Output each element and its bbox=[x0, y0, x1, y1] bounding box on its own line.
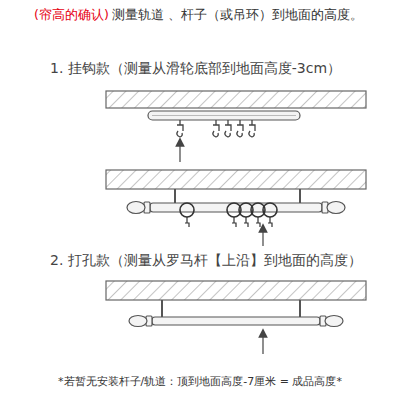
ceiling-hatch bbox=[106, 281, 366, 300]
ceiling-hatch bbox=[106, 170, 366, 189]
rod-grommet-figure bbox=[106, 281, 366, 354]
rod-rings bbox=[180, 203, 277, 217]
note-text: 测量轨道 、杆子（或吊环）到地面的高度。 bbox=[112, 7, 363, 23]
section-heading: 2. 打孔款（测量从罗马杆【上沿】到地面的高度） bbox=[50, 252, 362, 270]
ceiling-hatch bbox=[106, 91, 366, 108]
note-highlight: (帘高的确认) bbox=[34, 7, 109, 23]
measure-arrow bbox=[262, 333, 263, 354]
section-heading: 1. 挂钩款（测量从滑轮底部到地面高度-3cm） bbox=[50, 60, 341, 78]
roman-rod bbox=[150, 203, 322, 212]
roman-rod bbox=[152, 317, 320, 325]
track-hooks bbox=[177, 120, 255, 137]
measure-arrow bbox=[262, 228, 263, 246]
curtain-track bbox=[148, 111, 300, 120]
measure-arrow bbox=[179, 142, 180, 162]
rod-ring-figure bbox=[106, 170, 366, 246]
track-hook-figure bbox=[106, 91, 366, 162]
rod-finial bbox=[129, 316, 343, 327]
footnote: *若暂无安装杆子/轨道：顶到地面高度-7厘米 = 成品高度* bbox=[58, 375, 342, 389]
